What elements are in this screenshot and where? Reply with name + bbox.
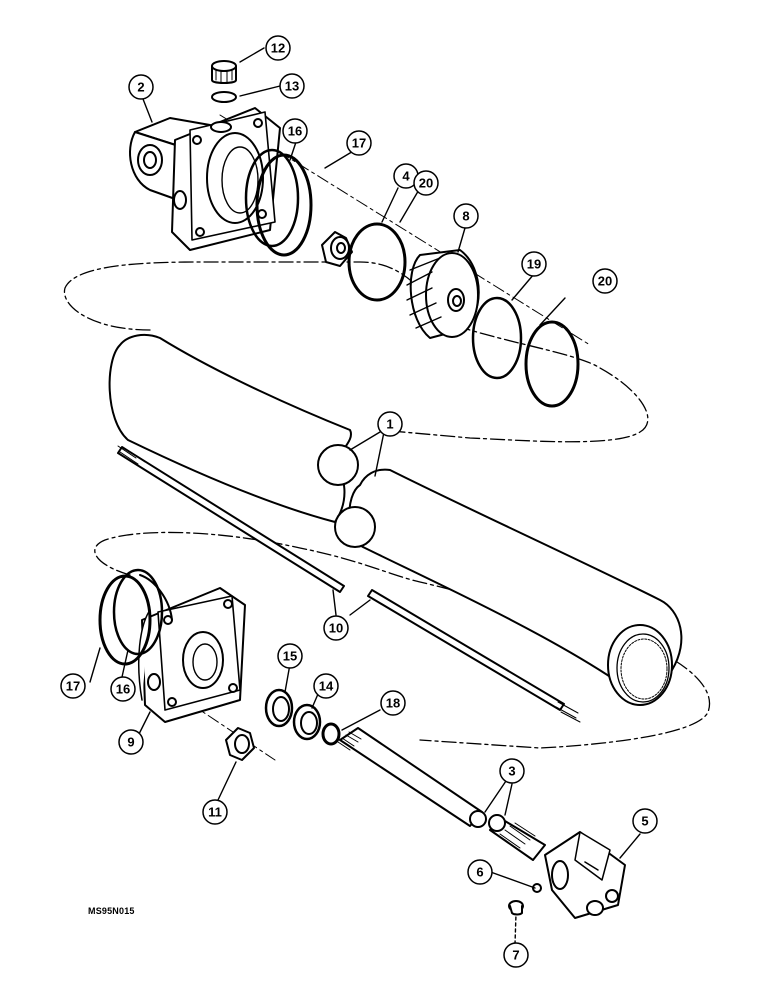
- piston: [406, 249, 480, 339]
- callout-5: 5: [641, 814, 648, 829]
- callout-2: 2: [137, 80, 144, 95]
- clevis: [544, 831, 626, 919]
- piston-rod: [337, 727, 546, 861]
- rod-end-cap: [138, 587, 246, 723]
- piston-o-ring-right: [524, 320, 580, 408]
- callout-9: 9: [127, 735, 134, 750]
- callout-12: 12: [271, 41, 285, 56]
- callout-11: 11: [208, 805, 222, 820]
- retaining-ring: [321, 722, 341, 746]
- set-screw: [508, 900, 524, 916]
- callout-8: 8: [462, 209, 469, 224]
- callout-18: 18: [386, 696, 400, 711]
- upper-assembly-loop: [63, 261, 649, 443]
- callout-17-lower: 17: [66, 679, 80, 694]
- callout-20-left: 20: [419, 176, 433, 191]
- barrel: [108, 333, 683, 706]
- backup-ring: [471, 296, 523, 380]
- plug: [211, 60, 237, 84]
- callout-17-upper: 17: [352, 136, 366, 151]
- callout-15: 15: [283, 649, 297, 664]
- plug-o-ring: [211, 91, 237, 103]
- upper-seal-rings: [244, 148, 313, 257]
- callout-10: 10: [329, 621, 343, 636]
- callout-19: 19: [527, 257, 541, 272]
- piston-o-ring-left: [347, 222, 407, 302]
- callout-16-upper: 16: [288, 124, 302, 139]
- rod-seal: [264, 688, 294, 728]
- callout-7: 7: [512, 948, 519, 963]
- callout-14: 14: [319, 679, 334, 694]
- callout-labels: 12 13 2 16 17 4 20 8 19 20 1 10 15 14 18…: [66, 41, 649, 963]
- callout-6: 6: [476, 865, 483, 880]
- tie-rod-nut: [225, 727, 255, 761]
- callout-1: 1: [386, 417, 393, 432]
- callout-13: 13: [285, 79, 299, 94]
- piston-nut: [321, 231, 353, 267]
- callout-16-lower: 16: [116, 682, 130, 697]
- drawing-code: MS95N015: [88, 906, 135, 916]
- lower-center-line: [169, 689, 276, 761]
- callout-3: 3: [508, 764, 515, 779]
- callout-bubbles: [60, 35, 658, 968]
- callout-4: 4: [402, 169, 410, 184]
- callout-20-right: 20: [598, 274, 612, 289]
- wiper-seal: [292, 703, 322, 741]
- tie-rod: [117, 445, 581, 723]
- head-end-cap: [129, 107, 281, 251]
